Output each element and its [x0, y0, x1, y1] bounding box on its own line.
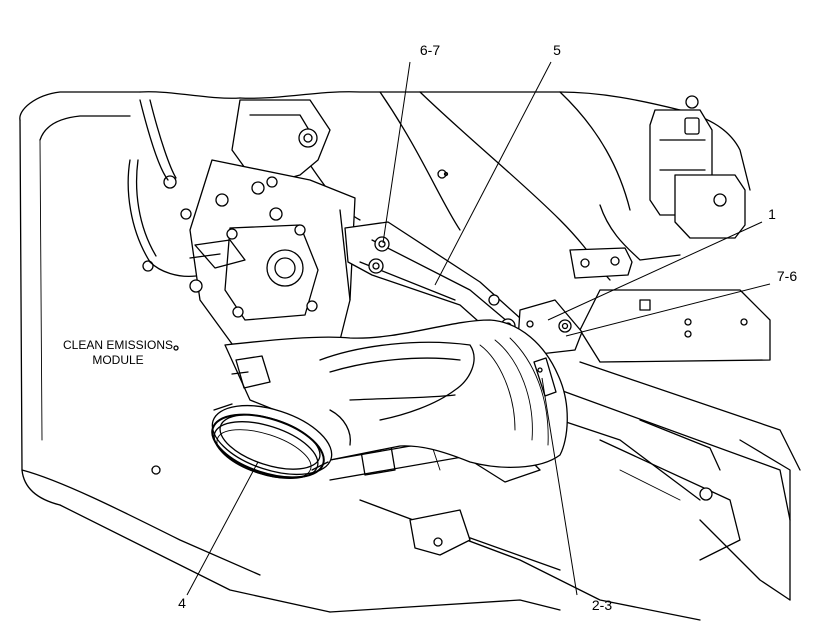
callout-4: 4 — [178, 595, 186, 611]
leader-1 — [547, 221, 763, 321]
callout-6-7: 6-7 — [420, 42, 440, 58]
leader-6-7 — [382, 61, 411, 244]
callout-leaders — [186, 61, 771, 596]
callout-2-3: 2-3 — [592, 597, 612, 613]
module-label-line2: MODULE — [92, 353, 143, 367]
leader-5 — [434, 61, 552, 286]
callout-7-6: 7-6 — [777, 268, 797, 284]
callouts: 6-7 5 1 7-6 4 2-3 — [178, 42, 797, 613]
callout-1: 1 — [768, 206, 776, 222]
engine-illustration — [19, 91, 801, 621]
leader-2-3 — [541, 377, 578, 596]
module-label-line1: CLEAN EMISSIONS — [63, 338, 173, 352]
leader-4 — [186, 461, 259, 596]
module-label: CLEAN EMISSIONS MODULE — [63, 338, 173, 367]
leader-7-6 — [565, 283, 771, 337]
callout-5: 5 — [553, 42, 561, 58]
